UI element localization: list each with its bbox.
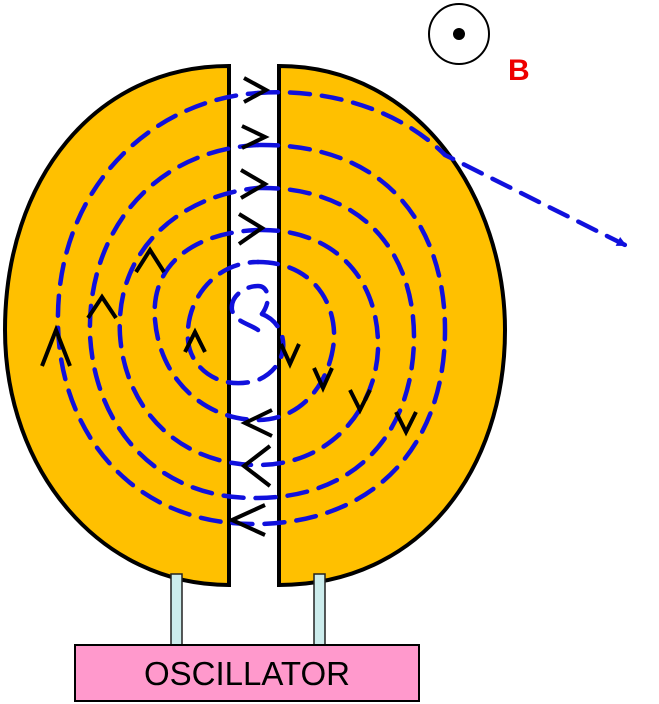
chevron-right-icon <box>243 76 271 104</box>
chevron-up-icon <box>40 324 72 367</box>
oscillator-label: OSCILLATOR <box>144 655 350 692</box>
chevron-left-icon <box>227 503 266 537</box>
path-turn-1 <box>229 283 271 333</box>
chevron-down-icon <box>394 411 418 437</box>
chevron-left-icon <box>240 408 273 438</box>
chevron-right-icon <box>241 124 270 150</box>
chevron-down-icon <box>279 343 301 369</box>
right-lead <box>313 573 326 647</box>
left-dee <box>2 63 231 588</box>
left-lead <box>170 573 183 647</box>
chevron-left-icon <box>240 444 272 488</box>
field-out-of-page-icon <box>428 3 490 65</box>
chevron-up-icon <box>134 246 166 274</box>
chevron-up-icon <box>86 293 118 320</box>
path-turn-3 <box>152 227 337 423</box>
path-turn-4 <box>117 185 381 468</box>
chevron-down-icon <box>312 367 334 393</box>
path-turn-6 <box>55 90 448 527</box>
path-exit <box>255 90 628 248</box>
left-dee-chevrons-up <box>40 246 207 367</box>
right-dee-chevrons-down <box>279 343 418 437</box>
path-turn-5 <box>87 142 417 501</box>
gap-chevrons-left <box>227 408 273 537</box>
chevron-right-icon <box>239 168 269 200</box>
field-label: B <box>508 54 530 87</box>
chevron-up-icon <box>183 327 207 353</box>
oscillator-box <box>74 644 420 702</box>
chevron-down-icon <box>348 389 372 415</box>
gap-chevrons-right <box>237 76 271 246</box>
chevron-right-icon <box>237 212 266 246</box>
right-dee <box>277 63 508 588</box>
